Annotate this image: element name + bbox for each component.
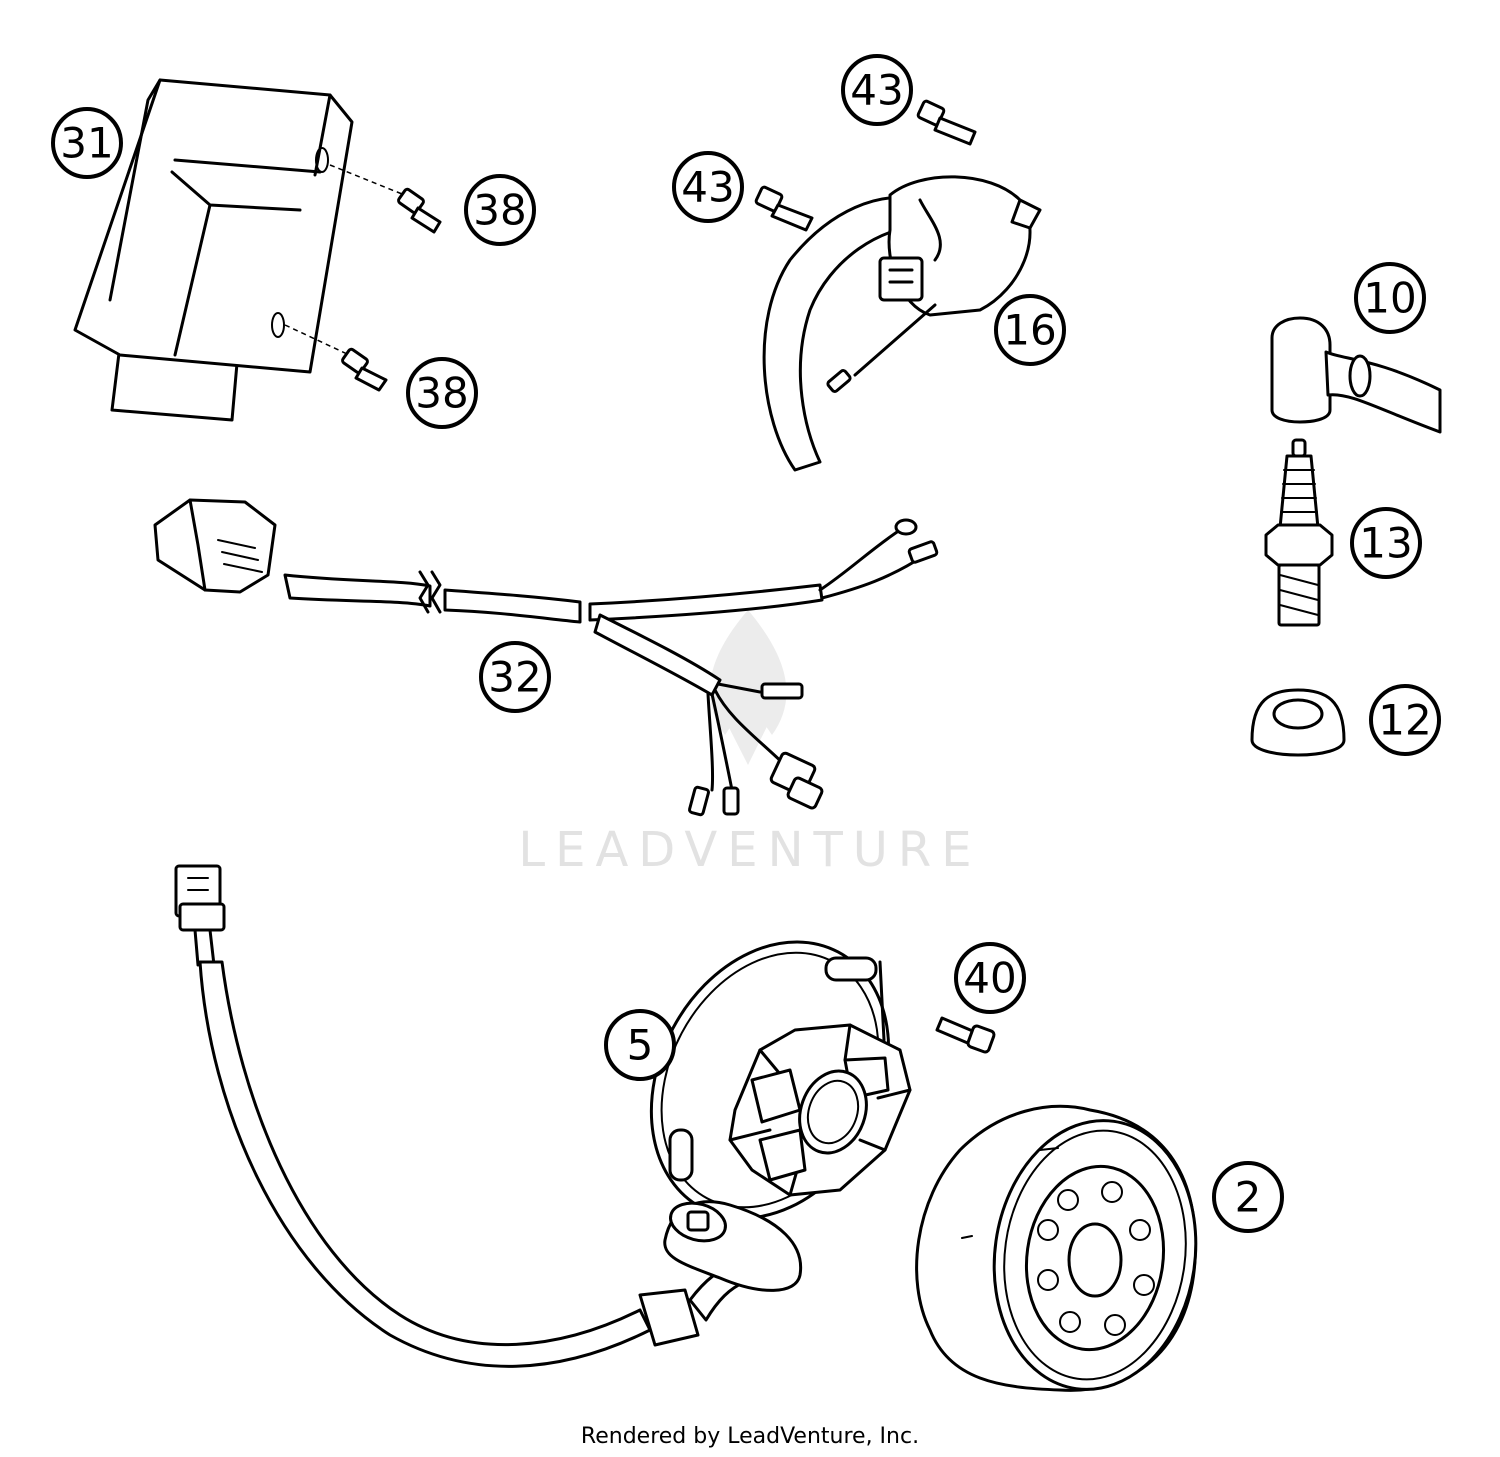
svg-text:13: 13 (1359, 519, 1412, 568)
svg-text:43: 43 (681, 163, 734, 212)
svg-text:31: 31 (60, 119, 113, 168)
part-38-screw-upper (397, 187, 442, 234)
callout-38-upper: 38 (464, 174, 536, 246)
part-40-bolt (935, 1016, 996, 1054)
stator-cable (174, 864, 747, 1368)
part-43-bolt-upper (916, 99, 977, 146)
svg-text:16: 16 (1003, 306, 1056, 355)
callout-12: 12 (1369, 684, 1441, 756)
part-43-bolt-lower (754, 185, 814, 232)
part-38-screw-lower (341, 347, 388, 392)
credit-footer: Rendered by LeadVenture, Inc. (580, 1424, 920, 1449)
callout-2: 2 (1212, 1161, 1284, 1233)
part-16-ignition-coil (762, 175, 1042, 472)
callout-10: 10 (1354, 262, 1426, 334)
svg-text:38: 38 (473, 186, 526, 235)
svg-text:12: 12 (1378, 696, 1431, 745)
callout-40: 40 (954, 942, 1026, 1014)
callout-38-lower: 38 (406, 357, 478, 429)
callout-31: 31 (51, 107, 123, 179)
svg-text:32: 32 (488, 653, 541, 702)
part-2-flywheel (915, 1104, 1198, 1392)
watermark-text: LEADVENTURE (518, 822, 981, 878)
part-5-stator (649, 940, 912, 1292)
svg-text:38: 38 (415, 369, 468, 418)
svg-text:43: 43 (850, 66, 903, 115)
callout-43-lower: 43 (672, 151, 744, 223)
part-31-cdi-unit (73, 78, 354, 422)
callout-5: 5 (604, 1009, 676, 1081)
svg-text:2: 2 (1235, 1173, 1262, 1222)
part-10-spark-plug-cap (1270, 316, 1442, 434)
part-32-wiring-harness (153, 498, 939, 817)
callout-32: 32 (479, 641, 551, 713)
callout-16: 16 (994, 294, 1066, 366)
part-12-grommet (1250, 688, 1346, 757)
callout-43-upper: 43 (841, 54, 913, 126)
svg-text:5: 5 (627, 1021, 654, 1070)
svg-text:10: 10 (1363, 274, 1416, 323)
svg-text:40: 40 (963, 954, 1016, 1003)
callout-13: 13 (1350, 507, 1422, 579)
part-13-spark-plug (1264, 438, 1334, 627)
